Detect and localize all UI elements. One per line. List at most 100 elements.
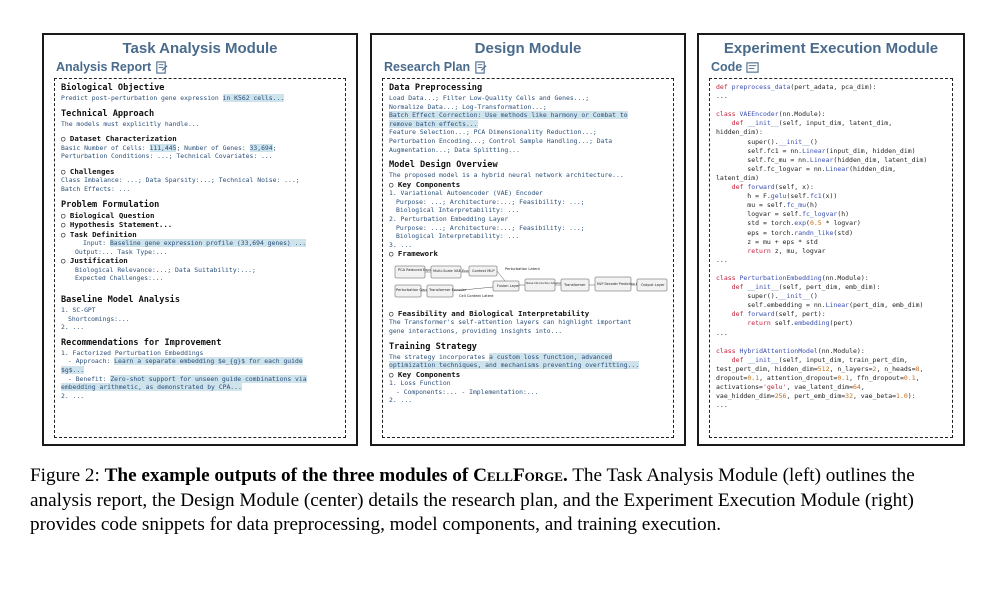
fw-block-mlp: Context MLP	[472, 269, 495, 273]
line-text: Biological Relevance:...; Data Suitabili…	[75, 265, 256, 274]
text-line: Purpose: ...; Architecture:...; Feasibil…	[389, 224, 667, 233]
subsection-heading: ○ Justification	[61, 256, 339, 266]
design-panel: Design Module Research Plan Data Preproc…	[370, 33, 686, 446]
subtitle-text: Research Plan	[384, 60, 471, 74]
text-line: 2. ...	[61, 323, 339, 332]
line-text: Biological Objective	[61, 83, 165, 93]
highlighted-text: Learn a separate embedding $e_{g}$ for e…	[114, 357, 303, 366]
text-line: Expected Challenges:...	[61, 274, 339, 283]
fw-note-noise: Noise-Introduction Adapter (residual)	[526, 281, 574, 285]
highlighted-text: 33,694	[249, 143, 273, 152]
text-line: 2. Perturbation Embedding Layer	[389, 215, 667, 224]
text-line: Batch Effects: ...	[61, 185, 339, 194]
fw-block-vae: Multi-Scale VAE Encoder	[433, 269, 477, 273]
line-text: Normalize Data...; Log-Transformation...…	[389, 102, 547, 111]
text-line: 1. Factorized Perturbation Embeddings	[61, 349, 339, 358]
text-line: - Approach: Learn a separate embedding $…	[61, 357, 339, 366]
line-text: ○ Task Definition	[61, 229, 137, 239]
text-line: Predict post-perturbation gene expressio…	[61, 94, 339, 103]
subsection-heading: ○ Dataset Characterization	[61, 134, 339, 144]
highlighted-text: remove batch effects...	[389, 119, 478, 128]
line-text: Output:... Task Type:...	[75, 247, 168, 256]
line-text: ○ Key Components	[389, 179, 461, 189]
line-text: - Approach:	[68, 357, 115, 366]
framework-diagram: PCA Reduced Expression Multi-Scale VAE E…	[393, 263, 668, 307]
text-line: Normalize Data...; Log-Transformation...…	[389, 103, 667, 112]
text-line: - Components:... - Implementation:...	[389, 388, 667, 397]
line-text: Model Design Overview	[389, 160, 498, 171]
subsection-heading: ○ Biological Question	[61, 211, 339, 221]
section-heading: Baseline Model Analysis	[61, 295, 339, 306]
line-text: 2. Perturbation Embedding Layer	[389, 215, 509, 224]
fw-block-transformer: Transformer	[563, 283, 586, 287]
text-line: Shortcomings:...	[61, 315, 339, 324]
panel-title: Design Module	[474, 40, 582, 57]
fw-block-output: Output Layer	[641, 283, 665, 287]
text-line: remove batch effects...	[389, 119, 667, 129]
line-text: Purpose: ...; Architecture:...; Feasibil…	[396, 223, 585, 232]
line-text: Purpose: ...; Architecture:...; Feasibil…	[396, 197, 585, 206]
line-text: ○ Biological Question	[61, 210, 155, 220]
fw-note-cell: Cell Context Latent	[459, 294, 494, 298]
caption-brand: CellForge.	[473, 465, 568, 486]
subsection-heading: ○ Key Components	[389, 180, 667, 190]
spacer	[61, 283, 339, 289]
line-text: Training Strategy	[389, 341, 477, 352]
line-text: Biological Interpretability: ...	[396, 232, 520, 241]
line-text: 2. ...	[389, 396, 413, 405]
text-line: Perturbation Encoding...; Control Sample…	[389, 137, 667, 146]
line-text: ○ Dataset Characterization	[61, 134, 177, 144]
text-line: 2. ...	[61, 392, 339, 401]
text-line: 1. SC-GPT	[61, 306, 339, 315]
text-line: 1. Loss Function	[389, 379, 667, 388]
panel-subtitle: Analysis Report	[56, 60, 168, 74]
text-line: Biological Relevance:...; Data Suitabili…	[61, 266, 339, 275]
line-text: ○ Key Components	[389, 369, 461, 379]
text-line: - Benefit: Zero-shot support for unseen …	[61, 374, 339, 384]
text-line: 2. ...	[389, 396, 667, 405]
highlighted-text: Batch Effect Correction: Use methods lik…	[389, 111, 628, 120]
text-line: Basic Number of Cells: 111,445; Number o…	[61, 143, 339, 153]
figure-caption: Figure 2: The example outputs of the thr…	[30, 464, 970, 538]
text-line: Feature Selection...; PCA Dimensionality…	[389, 128, 667, 137]
execution-panel: Experiment Execution Module Code def pre…	[697, 33, 965, 446]
text-line: Input: Baseline gene expression profile …	[61, 239, 339, 248]
text-line: gene interactions, providing insights in…	[389, 327, 667, 336]
highlighted-text: embedding arithmetic, as demonstrated by…	[61, 383, 242, 392]
line-text: Load Data...; Filter Low-Quality Cells a…	[389, 94, 590, 102]
section-heading: Problem Formulation	[61, 200, 339, 211]
line-text: Problem Formulation	[61, 199, 160, 210]
line-text: 1. Variational Autoencoder (VAE) Encoder	[389, 189, 543, 198]
line-text: Input:	[83, 239, 110, 248]
section-heading: Model Design Overview	[389, 160, 667, 171]
text-line: Purpose: ...; Architecture:...; Feasibil…	[389, 198, 667, 207]
subsection-heading: ○ Challenges	[61, 167, 339, 177]
line-text: Technical Approach	[61, 108, 155, 119]
section-heading: Training Strategy	[389, 342, 667, 353]
panel-subtitle: Code	[711, 60, 759, 74]
highlighted-text: a custom loss function, advanced	[489, 352, 613, 361]
text-line: embedding arithmetic, as demonstrated by…	[61, 383, 339, 392]
text-line: Biological Interpretability: ...	[389, 206, 667, 215]
text-line: The models must explicitly handle...	[61, 120, 339, 129]
subsection-heading: ○ Task Definition	[61, 230, 339, 240]
plan-bottom-lines: ○ Feasibility and Biological Interpretab…	[389, 309, 667, 405]
line-text: Data Preprocessing	[389, 83, 483, 93]
section-heading: Biological Objective	[61, 83, 339, 94]
fw-block-fusion: Fusion Layer	[497, 284, 520, 288]
section-heading: Data Preprocessing	[389, 83, 667, 94]
text-line: Perturbation Conditions: ...; Technical …	[61, 152, 339, 161]
panel-subtitle: Research Plan	[384, 60, 487, 74]
text-line: optimization techniques, and mechanisms …	[389, 361, 667, 370]
code-content: def preprocess_data(pert_adata, pca_dim)…	[709, 78, 953, 438]
line-text: 3. ...	[389, 240, 413, 249]
fw-block-onehot: Perturbation Gene One-hot	[396, 288, 445, 292]
line-text: ○ Hypothesis Statement...	[61, 220, 173, 230]
text-line: Biological Interpretability: ...	[389, 232, 667, 241]
code-icon	[746, 61, 759, 73]
panel-title: Task Analysis Module	[122, 40, 278, 57]
caption-label: Figure 2:	[30, 465, 105, 486]
highlighted-text: 111,445	[149, 143, 177, 152]
subsection-heading: ○ Key Components	[389, 370, 667, 380]
highlighted-text: in K562 cells...	[222, 94, 285, 102]
